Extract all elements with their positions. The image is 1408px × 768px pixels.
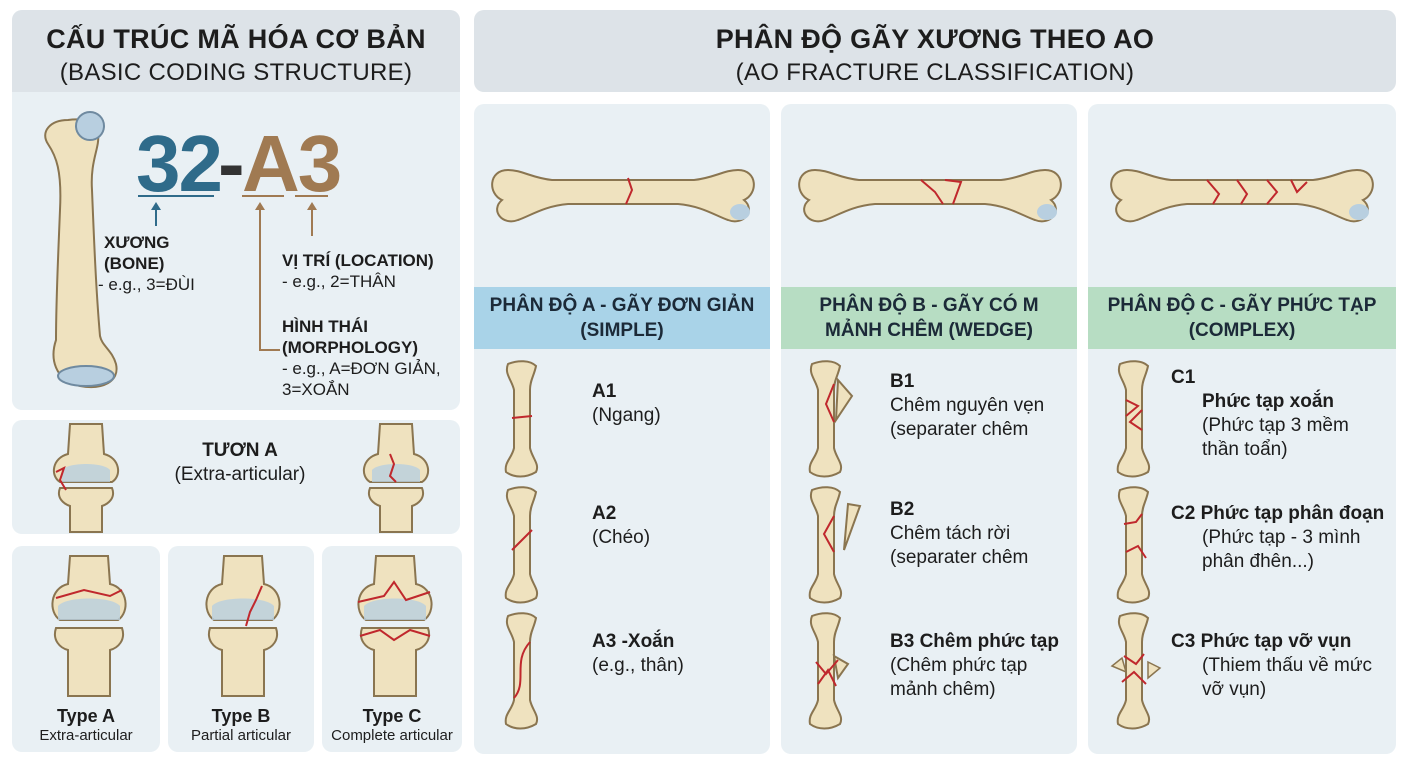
item-c3-line2: vỡ vụn)	[1202, 679, 1267, 700]
item-b2-line2: (separater chêm	[890, 547, 1029, 568]
knee-type-c-caption: Type C Complete articular	[318, 706, 466, 744]
item-b3-line2: mảnh chêm)	[890, 679, 996, 700]
column-b-header: PHÂN ĐỘ B - GÃY CÓ M MẢNH CHÊM (WEDGE)	[781, 287, 1077, 349]
bone-c1-icon	[1116, 360, 1151, 478]
ao-header-title: PHÂN ĐỘ GÃY XƯƠNG THEO AO	[715, 24, 1155, 54]
morphology-label-example2: 3=XOẮN	[282, 380, 350, 399]
column-a-header-line2: (SIMPLE)	[580, 320, 664, 341]
item-b2-line1: Chêm tách rời	[890, 523, 1011, 544]
code-bone-part: 32	[136, 119, 223, 208]
knee-type-c-title: Type C	[362, 706, 422, 726]
location-label: VỊ TRÍ (LOCATION) - e.g., 2=THÂN	[282, 250, 434, 292]
bone-label: XƯƠNG (BONE) - e.g., 3=ĐÙI	[98, 232, 195, 295]
column-a-header-line1: PHÂN ĐỘ A - GÃY ĐƠN GIẢN	[489, 295, 755, 316]
column-b-header-line2: MẢNH CHÊM (WEDGE)	[825, 320, 1033, 341]
column-c-header-line2: (COMPLEX)	[1188, 320, 1296, 341]
knee-type-b-caption: Type B Partial articular	[168, 706, 314, 744]
item-a2-desc: (Chéo)	[592, 527, 651, 548]
long-bone-c-icon	[1110, 168, 1374, 223]
coding-structure-header: CẤU TRÚC MÃ HÓA CƠ BẢN (BASIC CODING STR…	[12, 10, 460, 92]
item-b3-line1: (Chêm phức tạp	[890, 655, 1028, 676]
column-c-header-line1: PHÂN ĐỘ C - GÃY PHỨC TẠP	[1107, 295, 1377, 316]
morphology-label-title: HÌNH THÁI	[282, 317, 368, 336]
morphology-label-subtitle: (MORPHOLOGY)	[282, 338, 418, 357]
item-a3: A3 -Xoắn (e.g., thân)	[592, 630, 684, 678]
item-c1: C1 Phức tạp xoắn (Phức tạp 3 mềm thần to…	[1171, 366, 1349, 462]
extra-articular-title: TƯƠN A	[202, 440, 278, 461]
bone-b1-icon	[808, 360, 854, 478]
item-a3-desc: (e.g., thân)	[592, 655, 684, 676]
item-a2: A2 (Chéo)	[592, 502, 650, 550]
extra-articular-subtitle: (Extra-articular)	[174, 464, 306, 485]
column-b-header-line1: PHÂN ĐỘ B - GÃY CÓ M	[819, 295, 1039, 316]
item-a3-code: A3 -Xoắn	[592, 631, 675, 652]
item-b3: B3 Chêm phức tạp (Chêm phức tạp mảnh chê…	[890, 630, 1059, 702]
knee-type-b-title: Type B	[211, 706, 271, 726]
femur-illustration	[44, 111, 118, 388]
ao-header-subtitle: (AO FRACTURE CLASSIFICATION)	[735, 59, 1135, 86]
item-c2-line1: (Phức tạp - 3 mình	[1202, 527, 1361, 548]
item-b3-code: B3 Chêm phức tạp	[890, 631, 1059, 652]
knee-type-b-subtitle: Partial articular	[190, 727, 292, 744]
knee-right-icon	[362, 423, 430, 533]
bone-label-title: XƯƠNG	[104, 233, 170, 252]
bone-b3-icon	[808, 612, 850, 730]
item-c2-line2: phân đhên...)	[1202, 551, 1314, 572]
long-bone-b-icon	[798, 168, 1062, 223]
bone-label-example: - e.g., 3=ĐÙI	[98, 275, 195, 294]
knee-type-a-icon	[51, 555, 127, 697]
location-label-title: VỊ TRÍ (LOCATION)	[282, 251, 434, 270]
bone-a2-icon	[504, 486, 539, 604]
ao-header: PHÂN ĐỘ GÃY XƯƠNG THEO AO (AO FRACTURE C…	[474, 10, 1396, 92]
item-a1-code: A1	[592, 381, 617, 402]
code-dash: -	[218, 119, 245, 208]
location-label-example: - e.g., 2=THÂN	[282, 272, 396, 291]
coding-header-title: CẤU TRÚC MÃ HÓA CƠ BẢN	[46, 24, 426, 54]
item-b2-code: B2	[890, 499, 915, 520]
coding-header-subtitle: (BASIC CODING STRUCTURE)	[59, 59, 413, 86]
knee-type-c-icon	[357, 555, 433, 697]
column-a-header: PHÂN ĐỘ A - GÃY ĐƠN GIẢN (SIMPLE)	[474, 287, 770, 349]
knee-type-a-subtitle: Extra-articular	[39, 727, 133, 744]
item-a2-code: A2	[592, 503, 617, 524]
morphology-label-example1: - e.g., A=ĐƠN GIẢN,	[282, 359, 441, 378]
knee-type-b-icon	[205, 555, 281, 697]
item-c1-code: C1	[1171, 367, 1196, 388]
bone-c2-icon	[1116, 486, 1151, 604]
column-c-header: PHÂN ĐỘ C - GÃY PHỨC TẠP (COMPLEX)	[1088, 287, 1396, 349]
item-b1-line2: (separater chêm	[890, 419, 1029, 440]
knee-type-c-subtitle: Complete articular	[331, 727, 453, 744]
bone-a1-icon	[504, 360, 539, 478]
item-c1-title: Phức tạp xoắn	[1202, 391, 1335, 412]
item-a1-desc: (Ngang)	[592, 405, 661, 426]
item-c2: C2 Phức tạp phân đoạn (Phức tạp - 3 mình…	[1171, 502, 1384, 574]
bone-a3-icon	[504, 612, 539, 730]
bone-label-subtitle: (BONE)	[104, 254, 165, 273]
long-bone-a-icon	[491, 168, 755, 223]
bone-c3-icon	[1110, 612, 1162, 730]
item-c3-code: C3 Phức tạp vỡ vụn	[1171, 631, 1352, 652]
item-c1-line1: (Phức tạp 3 mềm	[1202, 415, 1349, 436]
item-b2: B2 Chêm tách rời (separater chêm	[890, 498, 1028, 570]
code-arrows	[138, 195, 328, 351]
knee-left-icon	[52, 423, 120, 533]
item-b1: B1 Chêm nguyên vẹn (separater chêm	[890, 370, 1044, 442]
item-c1-line2: thần toẩn)	[1202, 439, 1288, 460]
knee-type-a-caption: Type A Extra-articular	[12, 706, 160, 744]
item-c2-code: C2 Phức tạp phân đoạn	[1171, 503, 1385, 524]
extra-articular-caption: TƯƠN A (Extra-articular)	[150, 440, 330, 486]
item-c3: C3 Phức tạp vỡ vụn (Thiem thấu về mức vỡ…	[1171, 630, 1372, 702]
knee-type-a-title: Type A	[56, 706, 115, 726]
item-b1-line1: Chêm nguyên vẹn	[890, 395, 1045, 416]
item-c3-line1: (Thiem thấu về mức	[1202, 655, 1373, 676]
item-a1: A1 (Ngang)	[592, 380, 661, 428]
item-b1-code: B1	[890, 371, 915, 392]
code-morph-part: A3	[242, 119, 342, 208]
morphology-label: HÌNH THÁI (MORPHOLOGY) - e.g., A=ĐƠN GIẢ…	[282, 316, 441, 400]
bone-b2-icon	[808, 486, 862, 604]
